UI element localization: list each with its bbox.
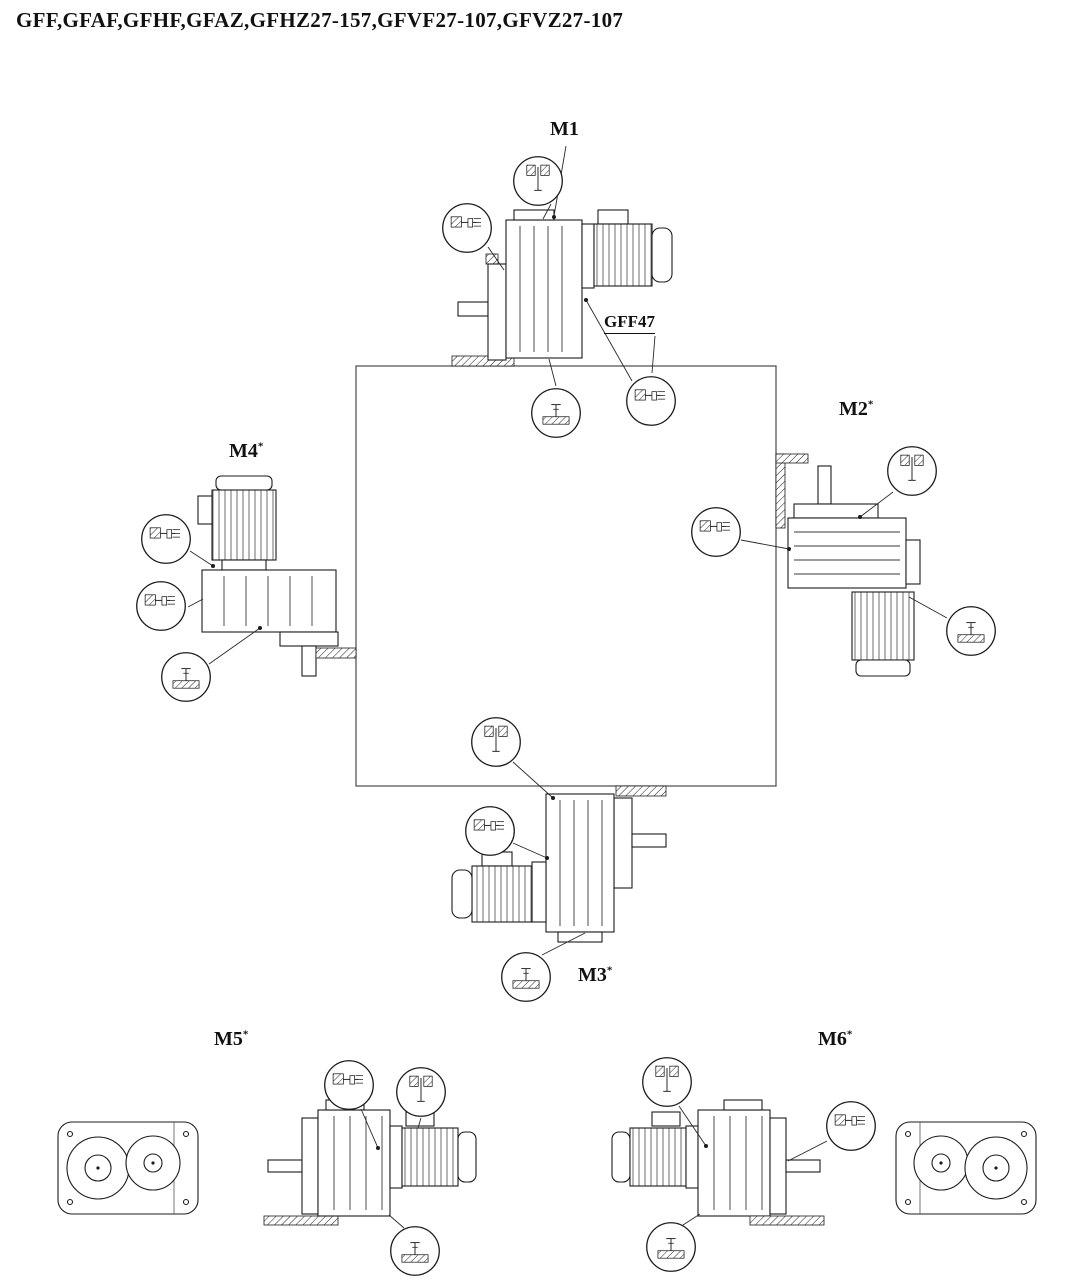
motor-adapter (581, 223, 595, 289)
gearmotor-m5-sideview (263, 1099, 477, 1229)
label-m6: M6* (818, 1028, 852, 1051)
oil-drain-plug-indicator-m5 (390, 1226, 440, 1276)
gearmotor-m1 (451, 145, 673, 387)
output-shaft (785, 1159, 821, 1173)
gear-housing (505, 219, 583, 359)
m2-star: * (867, 398, 874, 411)
m6-text: M6 (818, 1028, 847, 1050)
mounting-surface-hatch (749, 1215, 825, 1226)
vent-plug-indicator-m3 (471, 717, 521, 767)
vent-plug-indicator-m4 (141, 514, 191, 564)
terminal-box (197, 495, 213, 525)
gear-housing (201, 569, 337, 633)
page-title: GFF,GFAF,GFHF,GFAZ,GFHZ27-157,GFVF27-107… (16, 8, 624, 32)
output-flange (279, 631, 339, 647)
oil-level-plug-indicator-m3 (465, 806, 515, 856)
m3-text: M3 (578, 964, 607, 986)
fan-cover (651, 227, 673, 283)
gear-housing (697, 1109, 771, 1217)
mounting-surface-hatch (263, 1215, 339, 1226)
vent-plug-indicator-m5 (396, 1067, 446, 1117)
gearmotor-m4 (187, 475, 357, 677)
gear-housing (787, 517, 907, 589)
oil-level-plug-indicator-m5 (324, 1060, 374, 1110)
mounting-surface-hatch (315, 647, 357, 659)
output-flange (613, 797, 633, 889)
oil-drain-plug-indicator-m3 (501, 952, 551, 1002)
terminal-box (597, 209, 629, 225)
motor-body (471, 865, 533, 923)
housing-boss (723, 1099, 763, 1111)
oil-level-plug-indicator-m1 (442, 203, 492, 253)
motor-body (851, 591, 915, 661)
m6-star: * (846, 1028, 853, 1041)
output-flange (487, 263, 507, 361)
motor-body (401, 1127, 459, 1187)
output-shaft (817, 465, 832, 505)
fan-cover (855, 659, 911, 677)
gearmotor-m2 (740, 453, 948, 677)
oil-level-plug-indicator-m4 (136, 581, 186, 631)
output-shaft (267, 1159, 303, 1173)
fan-cover (451, 869, 473, 919)
output-shaft (301, 645, 317, 677)
m5-text: M5 (214, 1028, 243, 1050)
mounting-surface-hatch (775, 453, 809, 464)
terminal-box (651, 1111, 681, 1127)
oil-plug-indicator-gff47 (626, 376, 676, 426)
oil-drain-plug-indicator-m6 (646, 1222, 696, 1272)
gear-housing (317, 1109, 391, 1217)
oil-level-plug-indicator-m6 (826, 1101, 876, 1151)
vent-plug-indicator-m2 (887, 446, 937, 496)
m3-star: * (606, 964, 613, 977)
gearmotor-m5-endview (57, 1121, 199, 1215)
housing-boss (513, 209, 555, 221)
oil-drain-plug-indicator-m2 (946, 606, 996, 656)
m2-text: M2 (839, 398, 868, 420)
output-shaft (631, 833, 667, 848)
fan-cover (457, 1131, 477, 1183)
m4-star: * (257, 440, 264, 453)
gearmotor-m3 (451, 761, 667, 956)
motor-adapter (221, 559, 267, 571)
motor-adapter (685, 1125, 699, 1189)
vent-plug-indicator-m6 (642, 1057, 692, 1107)
m1-text: M1 (550, 118, 579, 140)
m5-star: * (242, 1028, 249, 1041)
output-flange (793, 503, 879, 519)
label-m3: M3* (578, 964, 612, 987)
vent-plug-indicator-m1 (513, 156, 563, 206)
mounting-surface-hatch (451, 355, 515, 367)
mounting-surface-hatch (615, 785, 667, 797)
output-flange (301, 1117, 319, 1215)
gearmotor-m6-endview (895, 1121, 1037, 1215)
motor-adapter (905, 539, 921, 585)
gear-housing (545, 793, 615, 933)
fan-cover (611, 1131, 631, 1183)
label-m5: M5* (214, 1028, 248, 1051)
label-m2: M2* (839, 398, 873, 421)
motor-body (211, 489, 277, 561)
motor-body (629, 1127, 687, 1187)
motor-adapter (389, 1125, 403, 1189)
output-shaft (457, 301, 489, 317)
fan-cover (215, 475, 273, 491)
housing-boss (557, 931, 603, 943)
motor-body (593, 223, 653, 287)
oil-drain-plug-indicator-m1 (531, 388, 581, 438)
label-m1: M1 (550, 118, 579, 141)
oil-drain-plug-indicator-m4 (161, 652, 211, 702)
mounting-surface-hatch (775, 453, 786, 529)
gearbox-model-callout: GFF47 (604, 312, 655, 334)
motor-adapter (531, 861, 547, 923)
gearmotor-m6-sideview (611, 1099, 828, 1226)
label-m4: M4* (229, 440, 263, 463)
m4-text: M4 (229, 440, 258, 462)
oil-level-plug-indicator-m2 (691, 507, 741, 557)
center-square (355, 365, 777, 787)
output-flange (769, 1117, 787, 1215)
